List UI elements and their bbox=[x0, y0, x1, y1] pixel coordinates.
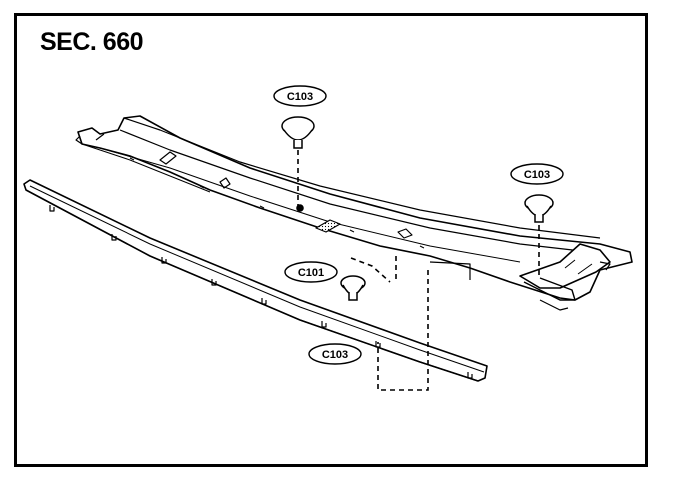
callout-c103-top: C103 bbox=[273, 85, 327, 107]
clip-c103-right bbox=[524, 194, 554, 223]
section-label: SEC. 660 bbox=[40, 28, 144, 56]
callout-c101-center: C101 bbox=[284, 261, 338, 283]
callout-c103-bottom: C103 bbox=[308, 343, 362, 365]
callout-c103-top-label: C103 bbox=[287, 91, 313, 103]
callout-c103-right-label: C103 bbox=[524, 169, 550, 181]
callout-c101-center-label: C101 bbox=[298, 267, 324, 279]
strip-clips bbox=[49, 205, 473, 379]
leader-lines bbox=[297, 150, 540, 391]
callout-c103-right: C103 bbox=[510, 163, 564, 185]
clip-c103-top bbox=[281, 116, 315, 149]
front-garnish-strip bbox=[23, 179, 488, 382]
cowl-top-panel bbox=[75, 115, 633, 311]
callout-c103-bottom-label: C103 bbox=[322, 349, 348, 361]
clip-c101-center bbox=[340, 275, 366, 301]
